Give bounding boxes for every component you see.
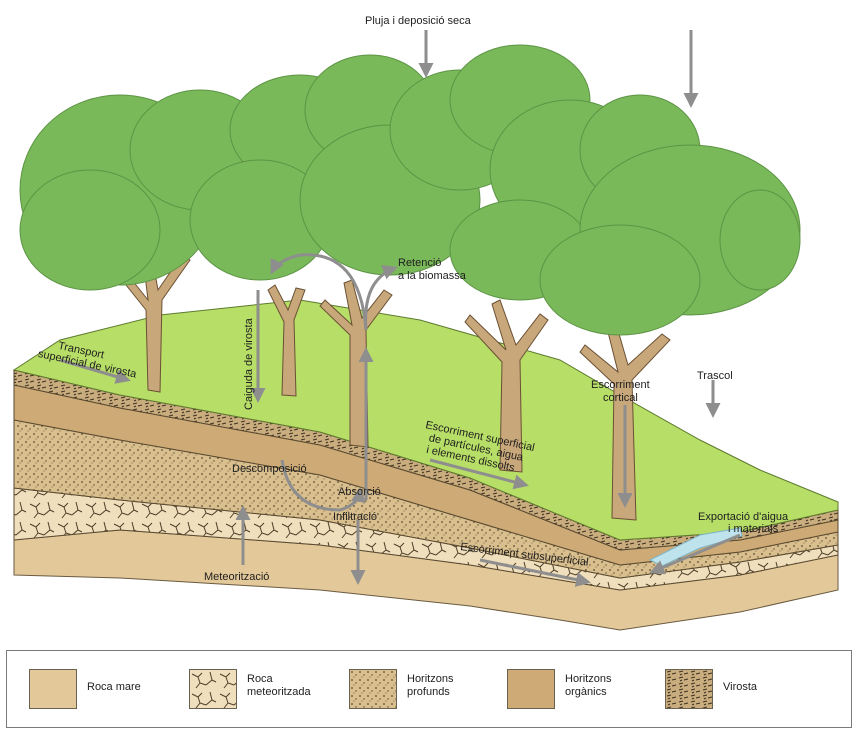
legend-swatch-dots: [349, 669, 397, 709]
legend-label: Horitzons orgànics: [565, 673, 612, 698]
legend-item-organic-horizons: Horitzons orgànics: [507, 669, 657, 711]
legend-item-deep-horizons: Horitzons profunds: [349, 669, 499, 711]
soil-block: [12, 299, 839, 631]
tree-canopy: [19, 44, 801, 336]
export-arrow: [649, 533, 741, 575]
legend: Roca mare Roca meteoritzada Horitzons pr…: [6, 650, 852, 728]
legend-swatch-litter: [665, 669, 713, 709]
export-label: Exportació d'aigua i materials: [698, 511, 791, 535]
legend-swatch-plain: [507, 669, 555, 709]
decomposition-arrow: [280, 459, 366, 512]
throughfall-label: Trascol: [697, 370, 733, 382]
legend-label: Roca mare: [87, 681, 141, 693]
decomposition-label: Descomposició: [232, 463, 307, 475]
process-arrows: [59, 30, 741, 587]
legend-swatch-plain: [29, 669, 77, 709]
rain-label: Pluja i deposició seca: [365, 15, 472, 27]
legend-swatch-cracks: [189, 669, 237, 709]
tree-trunk-4: [464, 299, 549, 473]
weathering-label: Meteorització: [204, 571, 269, 583]
forest-nutrient-cycle-diagram: Pluja i deposició seca Retenció a la bio…: [12, 15, 839, 631]
retention-label: Retenció a la biomassa: [398, 257, 467, 282]
legend-item-weathered-rock: Roca meteoritzada: [189, 669, 339, 711]
legend-label: Horitzons profunds: [407, 673, 454, 698]
litterfall-label: Caiguda de virosta: [243, 317, 255, 410]
legend-label: Roca meteoritzada: [247, 673, 311, 698]
retention-arrow: [270, 253, 368, 331]
retention-arrow-right: [364, 265, 398, 331]
absorption-label: Absorció: [338, 486, 381, 498]
transport-arrow: [59, 358, 131, 384]
legend-item-litter: Virosta: [665, 669, 815, 711]
legend-item-bedrock: Roca mare: [29, 669, 179, 711]
legend-label: Virosta: [723, 681, 758, 693]
subsurface-arrow: [479, 558, 591, 587]
infiltration-label: Infiltració: [333, 511, 377, 523]
tree-trunk-2: [267, 284, 306, 397]
surface-runoff-arrow: [429, 458, 529, 490]
stemflow-label: Escorriment cortical: [591, 379, 653, 404]
trees: [19, 44, 801, 521]
